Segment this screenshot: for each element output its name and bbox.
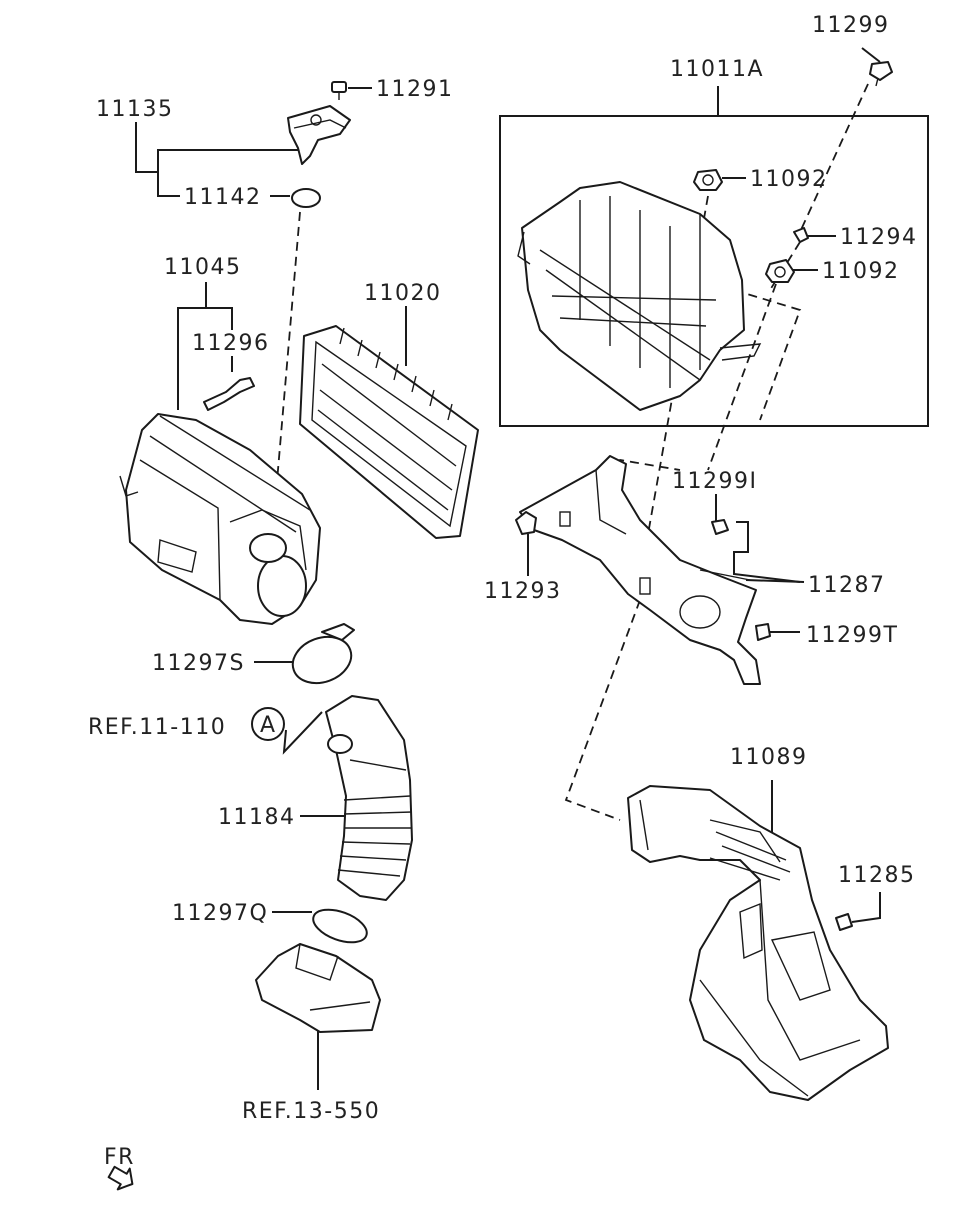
- label-11089: 11089: [730, 745, 808, 770]
- air-cleaner-lower-case-11045: [119, 413, 321, 625]
- air-intake-duct-11089: [627, 785, 889, 1101]
- airflow-sensor-11135: [287, 105, 351, 165]
- grommet-11092-a: [693, 169, 723, 191]
- bolt-11299T: [755, 623, 771, 641]
- nut-11293: [515, 511, 537, 535]
- label-11142: 11142: [184, 185, 262, 210]
- label-11294: 11294: [840, 225, 918, 250]
- ref-marker-letter: A: [260, 713, 277, 738]
- label-11287: 11287: [808, 573, 886, 598]
- air-filter-element-11020: [299, 325, 479, 539]
- label-11299: 11299: [812, 13, 890, 38]
- label-11045: 11045: [164, 255, 242, 280]
- label-ref-11-110: REF.11-110: [88, 715, 226, 740]
- label-11020: 11020: [364, 281, 442, 306]
- bolt-11299I: [711, 519, 729, 535]
- label-11299T: 11299T: [806, 623, 898, 648]
- clip-11296: [203, 377, 255, 411]
- assembly-box-11011A: [499, 115, 929, 427]
- label-front: FR: [104, 1145, 135, 1170]
- intake-hose-11184: [325, 695, 413, 901]
- throttle-adapter: [255, 943, 381, 1033]
- label-11011A: 11011A: [670, 57, 764, 82]
- label-11296: 11296: [192, 331, 270, 356]
- grommet-11092-b: [765, 259, 795, 283]
- support-bracket-11287: [519, 455, 761, 685]
- label-11184: 11184: [218, 805, 296, 830]
- label-11092-b: 11092: [822, 259, 900, 284]
- air-cleaner-upper-case-11011A: [517, 181, 762, 411]
- front-arrow-icon: [107, 1165, 134, 1191]
- screw-11299: [869, 61, 893, 87]
- hose-clamp-11297Q: [312, 908, 368, 944]
- hose-clamp-11297S: [291, 623, 355, 685]
- label-11297S: 11297S: [152, 651, 245, 676]
- label-11291: 11291: [376, 77, 454, 102]
- ref-marker-circle: [251, 707, 285, 741]
- screw-11291: [331, 81, 347, 100]
- callout-lines: [135, 47, 929, 1090]
- clip-11294: [793, 227, 809, 243]
- label-11299I: 11299I: [672, 469, 757, 494]
- o-ring-11142: [291, 188, 321, 208]
- label-11092-a: 11092: [750, 167, 828, 192]
- part-labels: 11299 11011A 11291 11135 11142 11092 112…: [88, 13, 918, 1170]
- label-11285: 11285: [838, 863, 916, 888]
- label-11297Q: 11297Q: [172, 901, 268, 926]
- bolt-11285: [835, 913, 853, 931]
- label-11293: 11293: [484, 579, 562, 604]
- label-11135: 11135: [96, 97, 174, 122]
- label-ref-13-550: REF.13-550: [242, 1099, 380, 1124]
